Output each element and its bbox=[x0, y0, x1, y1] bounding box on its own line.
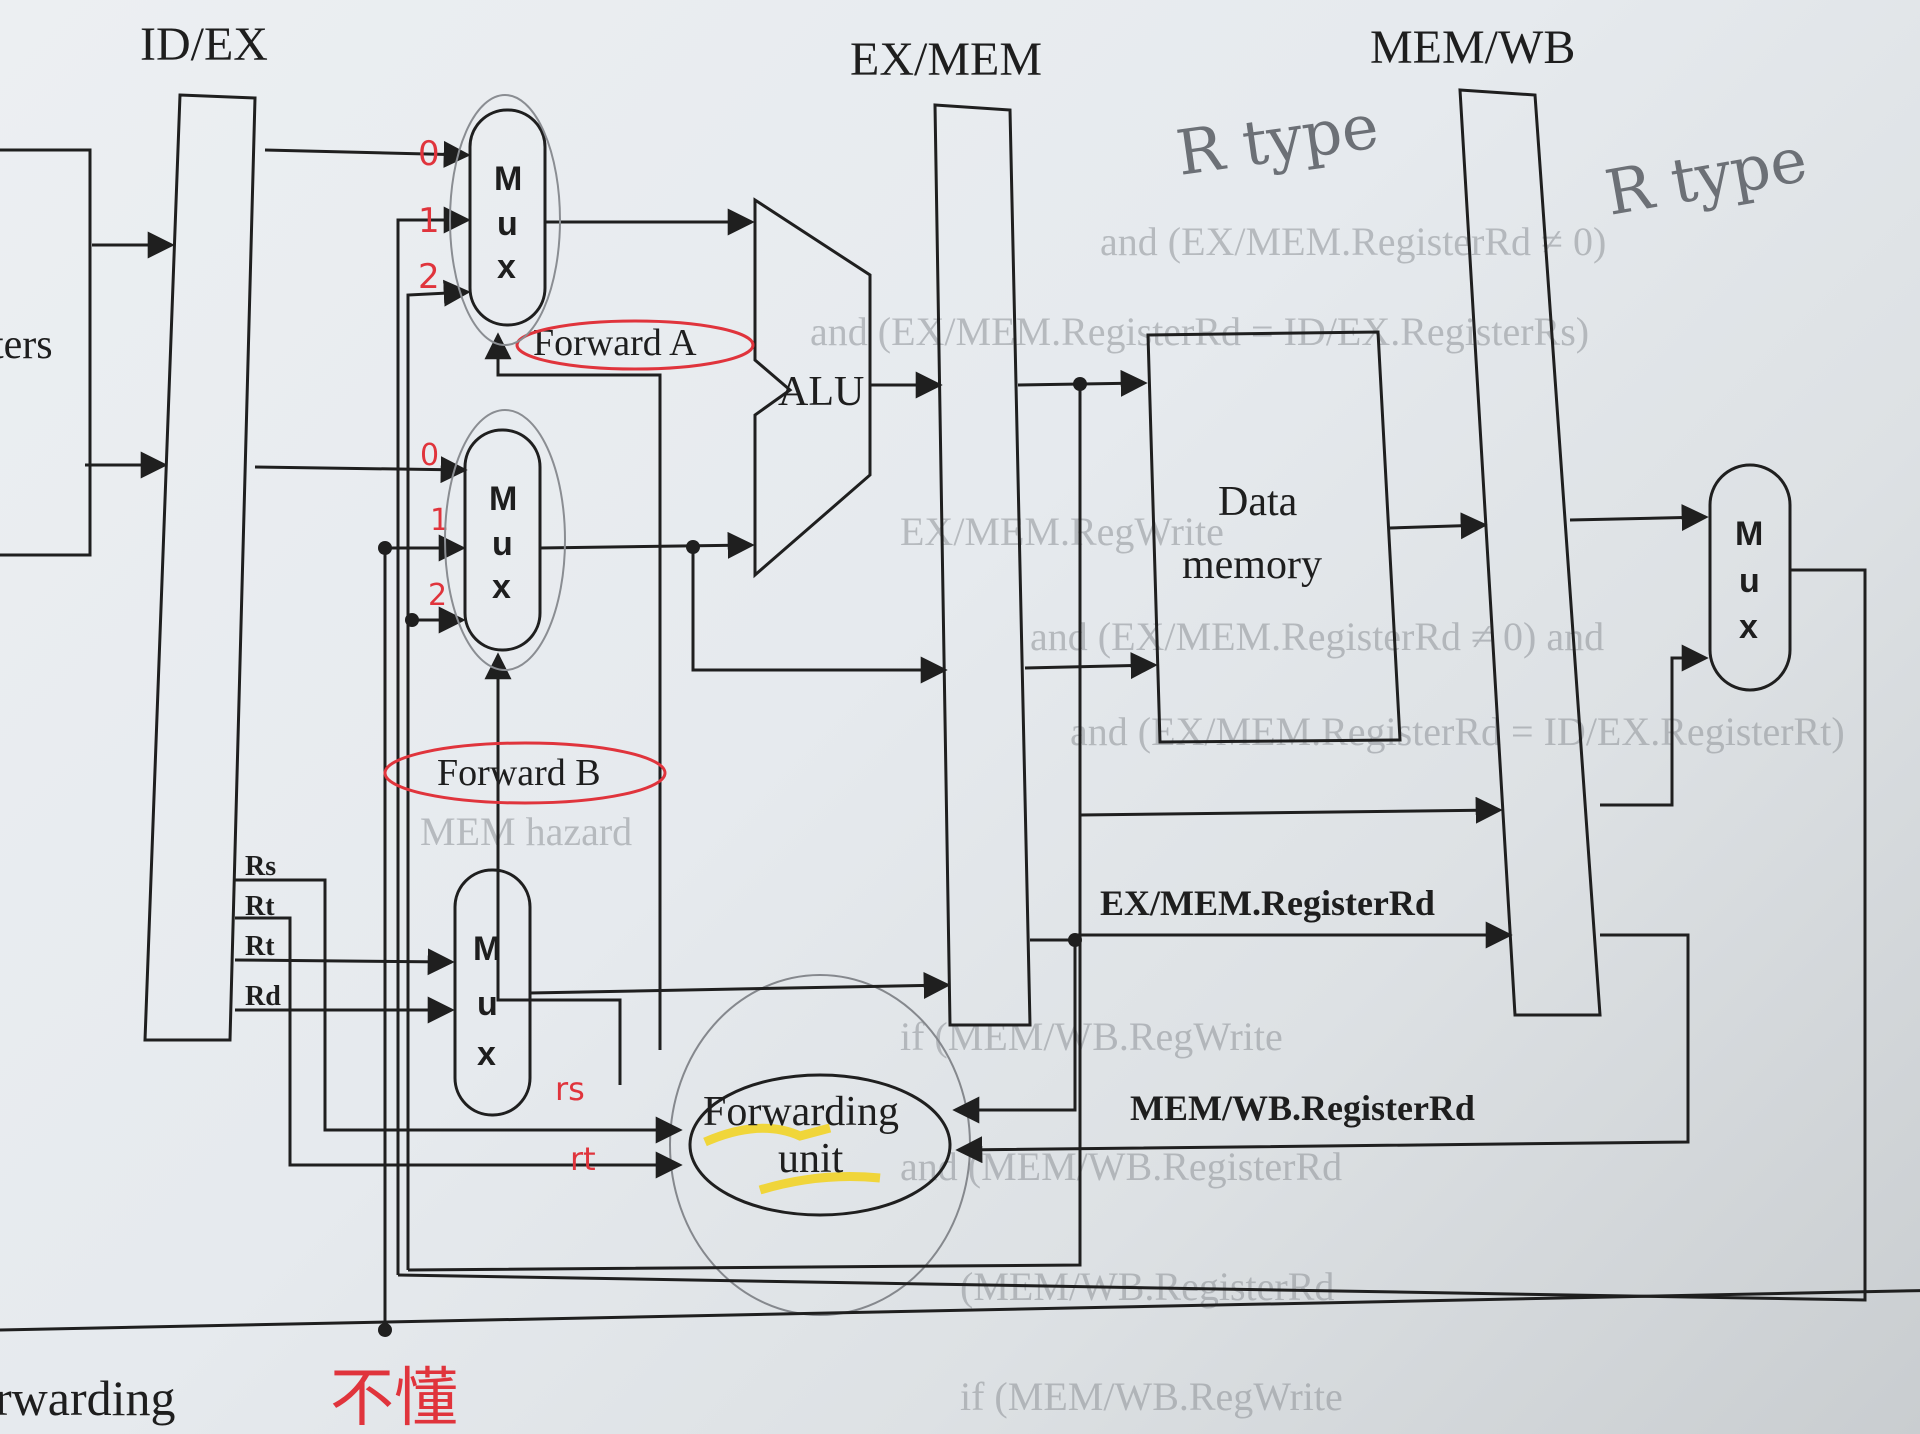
mux-b-input-0: 0 bbox=[420, 438, 439, 473]
mux-a-label-u: u bbox=[497, 205, 518, 243]
alu bbox=[753, 197, 872, 579]
registers-label-fragment: ters bbox=[0, 322, 53, 368]
mux-a-input-2: 2 bbox=[418, 257, 440, 297]
svg-text:if (MEM/WB.RegWrite: if (MEM/WB.RegWrite bbox=[960, 1374, 1343, 1419]
mem-wb-register-rd-label: MEM/WB.RegisterRd bbox=[1130, 1088, 1475, 1128]
field-rt-2: Rt bbox=[245, 931, 275, 962]
svg-text:if (MEM/WB.RegWrite: if (MEM/WB.RegWrite bbox=[900, 1014, 1283, 1059]
wire bbox=[1024, 652, 1158, 680]
mux-wb-label-x: x bbox=[1739, 608, 1758, 646]
red-circle-forward-b bbox=[383, 741, 667, 805]
pencil-loop bbox=[449, 94, 561, 346]
data-memory-label-2: memory bbox=[1182, 542, 1322, 588]
mux-wb bbox=[1708, 463, 1792, 692]
wire bbox=[264, 140, 471, 168]
junction-dot bbox=[405, 613, 419, 627]
wire-rt-mux bbox=[234, 948, 455, 976]
field-rs: Rs bbox=[245, 851, 276, 882]
svg-text:MEM hazard: MEM hazard bbox=[420, 809, 632, 854]
wire-forward-back bbox=[407, 384, 1082, 1272]
highlight-stroke bbox=[758, 1172, 881, 1195]
data-memory bbox=[1146, 330, 1402, 744]
mux-a-label-x: x bbox=[497, 248, 516, 286]
wire bbox=[484, 332, 662, 1050]
mux-b-label-x: x bbox=[492, 568, 511, 606]
mux-a-label-m: M bbox=[494, 160, 522, 198]
mux-b-label-m: M bbox=[489, 480, 517, 518]
mem-wb-header: MEM/WB bbox=[1370, 21, 1575, 74]
mux-a-input-1: 1 bbox=[418, 201, 440, 241]
wire bbox=[396, 206, 471, 1275]
wire bbox=[406, 279, 471, 1270]
field-rd: Rd bbox=[245, 981, 281, 1012]
wire bbox=[484, 652, 622, 1085]
wire-ex-mem-rd bbox=[1030, 921, 1513, 949]
id-ex-header: ID/EX bbox=[140, 18, 268, 71]
id-ex-register bbox=[143, 93, 257, 1042]
mux-b-label-u: u bbox=[492, 525, 513, 563]
forward-b-label: Forward B bbox=[437, 752, 601, 794]
ex-mem-register-rd-label: EX/MEM.RegisterRd bbox=[1100, 883, 1435, 923]
svg-text:EX/MEM.RegWrite: EX/MEM.RegWrite bbox=[900, 509, 1224, 554]
svg-text:and (EX/MEM.RegisterRd ≠ 0): and (EX/MEM.RegisterRd ≠ 0) bbox=[1100, 219, 1606, 264]
forwarding-unit-label-1: Forwarding bbox=[703, 1089, 899, 1135]
caption-fragment: rwarding bbox=[0, 1370, 176, 1426]
wire-mem-wb-rd bbox=[955, 933, 1690, 1164]
alu-label: ALU bbox=[778, 369, 864, 415]
ex-mem-register bbox=[933, 103, 1032, 1027]
junction-dot bbox=[378, 1323, 392, 1337]
mux-b-input-2: 2 bbox=[428, 578, 447, 613]
forwarding-unit bbox=[688, 1073, 952, 1217]
wire-bottom bbox=[0, 1289, 1920, 1332]
bleed-through-text: and (EX/MEM.RegisterRd ≠ 0) and (EX/MEM.… bbox=[420, 219, 1845, 1419]
highlight-stroke bbox=[703, 1123, 832, 1147]
rt-mark: rt bbox=[570, 1140, 596, 1178]
wire bbox=[691, 547, 948, 684]
svg-text:and (EX/MEM.RegisterRd ≠ 0) a: and (EX/MEM.RegisterRd ≠ 0) and bbox=[1030, 614, 1604, 659]
svg-text:and (EX/MEM.RegisterRd = ID/EX: and (EX/MEM.RegisterRd = ID/EX.RegisterR… bbox=[1070, 709, 1845, 754]
wire bbox=[1389, 512, 1488, 540]
wire-rt bbox=[235, 916, 683, 1179]
wire bbox=[529, 971, 951, 999]
red-circle-forward-a bbox=[515, 319, 755, 371]
wire-wb-back bbox=[397, 568, 1867, 1302]
wire bbox=[1569, 504, 1709, 532]
forward-a-label: Forward A bbox=[533, 322, 697, 364]
rtype-note-ex-mem: R type bbox=[1172, 89, 1383, 190]
mux-rd-label-u: u bbox=[477, 985, 498, 1023]
wire bbox=[539, 531, 755, 559]
data-memory-label-1: Data bbox=[1218, 479, 1298, 525]
rs-mark: rs bbox=[555, 1070, 585, 1108]
wire bbox=[1079, 796, 1503, 824]
ex-mem-header: EX/MEM bbox=[850, 33, 1042, 86]
pencil-loop bbox=[444, 409, 566, 671]
wire-rs bbox=[235, 878, 683, 1144]
registers-box bbox=[0, 148, 92, 557]
mux-wb-label-u: u bbox=[1739, 562, 1760, 600]
wire bbox=[1600, 644, 1709, 807]
mux-a-input-0: 0 bbox=[418, 134, 440, 174]
mux-rd-label-x: x bbox=[477, 1035, 496, 1073]
forwarding-unit-label-2: unit bbox=[778, 1136, 844, 1182]
wire bbox=[254, 456, 468, 484]
wire-ex-mem-rd-fwd bbox=[952, 940, 1077, 1124]
mux-wb-label-m: M bbox=[1735, 515, 1763, 553]
mem-wb-register bbox=[1458, 88, 1602, 1017]
chinese-note: 不懂 bbox=[330, 1362, 458, 1434]
rtype-note-mem-wb: R type bbox=[1600, 123, 1812, 230]
